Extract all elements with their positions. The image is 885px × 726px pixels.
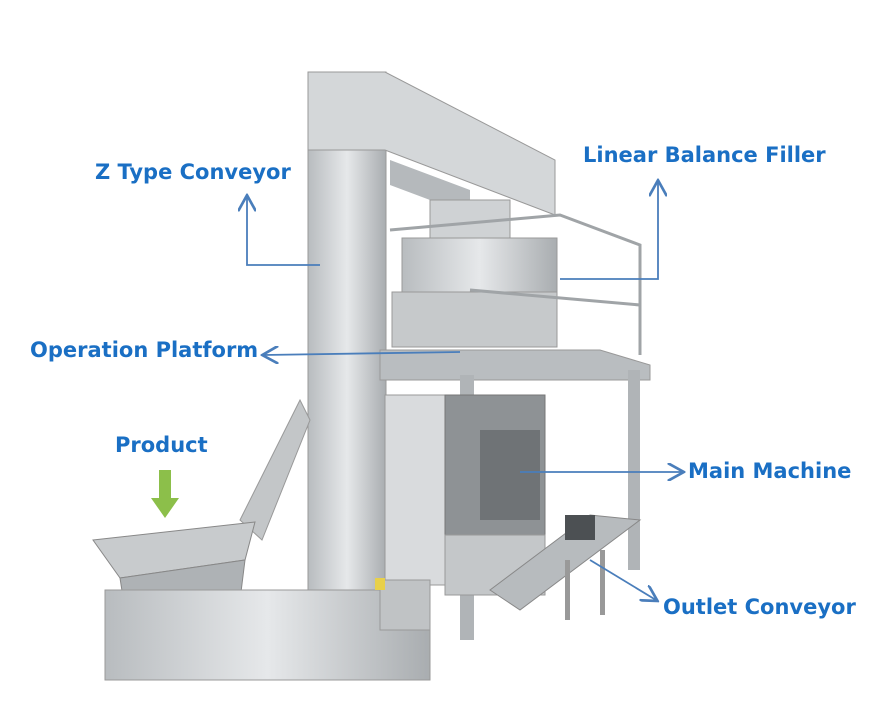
outlet-conveyor — [489, 514, 642, 620]
product-hopper — [92, 521, 431, 681]
main-machine — [384, 394, 546, 596]
z-type-conveyor — [239, 71, 556, 643]
callout-arrows — [247, 182, 682, 600]
label-outlet-conveyor: Outlet Conveyor — [663, 595, 856, 619]
label-main-machine: Main Machine — [688, 459, 852, 483]
arrow-z-conveyor — [247, 197, 320, 266]
arrow-outlet-conveyor — [589, 559, 656, 600]
label-z-type-conveyor: Z Type Conveyor — [95, 160, 291, 184]
linear-balance-filler — [389, 199, 642, 355]
label-operation-platform: Operation Platform — [30, 338, 259, 362]
arrow-operation-platform — [264, 352, 461, 355]
label-linear-balance-filler: Linear Balance Filler — [583, 143, 826, 167]
label-product: Product — [115, 433, 208, 457]
arrow-linear-filler — [560, 182, 658, 280]
product-down-arrow-icon — [151, 470, 179, 518]
